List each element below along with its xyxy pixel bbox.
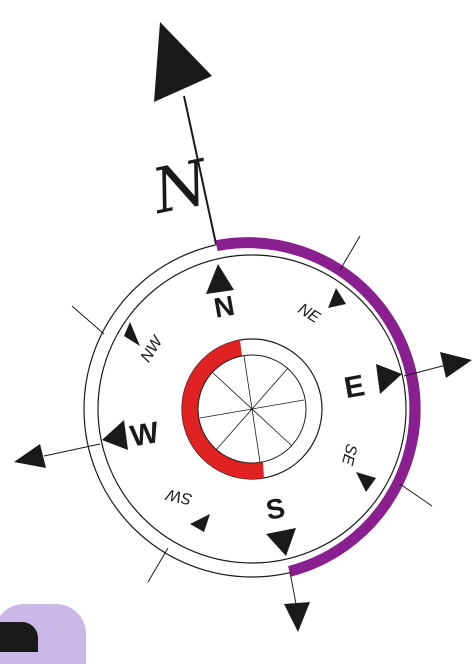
- east-outer-arrow: [440, 352, 472, 378]
- west-outer-arrow: [14, 444, 46, 468]
- tick-nw: [72, 306, 104, 334]
- south-axis-line: [290, 572, 296, 604]
- tick-ne: [340, 236, 360, 270]
- north-needle-arrowhead: [154, 22, 212, 102]
- tick-sw: [148, 548, 168, 582]
- south-outer-arrow: [284, 602, 310, 632]
- north-script-label: N: [144, 145, 217, 229]
- compass-diagram: N N E S W NE SE: [0, 0, 476, 644]
- tick-se: [400, 484, 432, 506]
